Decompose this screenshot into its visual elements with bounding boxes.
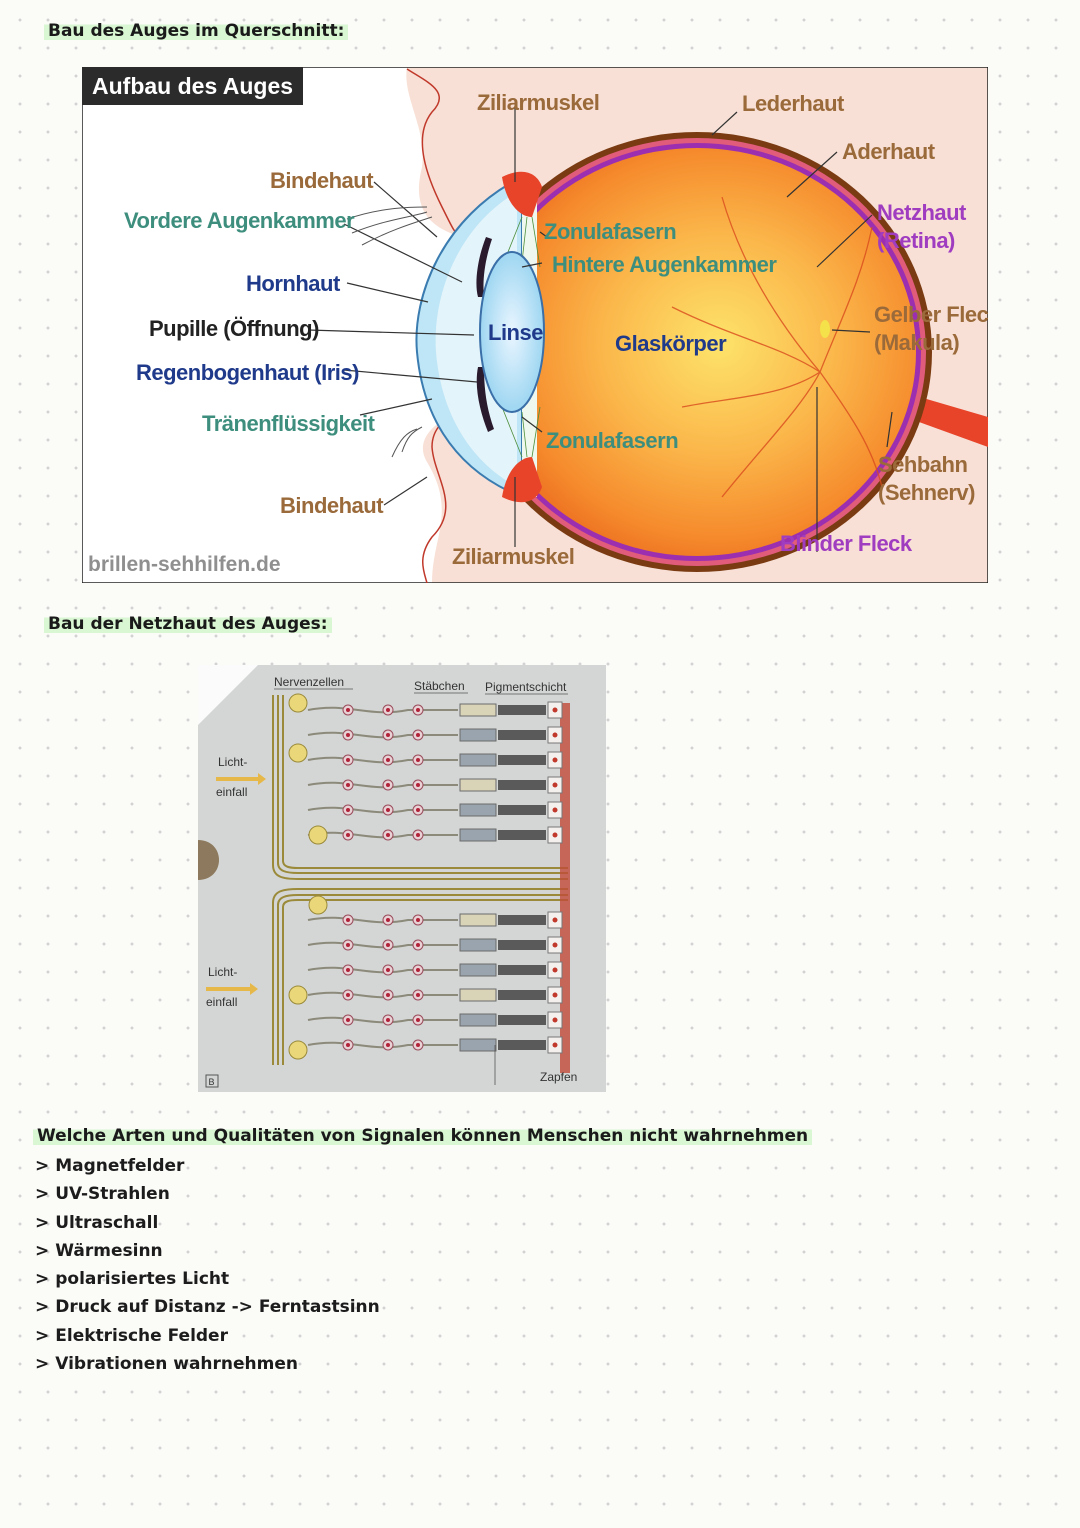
label-bindehaut-top: Bindehaut xyxy=(270,168,374,193)
label-glaskoerper: Glaskörper xyxy=(615,331,727,356)
signals-list-item: >Wärmesinn xyxy=(35,1237,380,1265)
retina-diagram-svg: Nervenzellen Stäbchen Pigmentschicht Lic… xyxy=(198,665,606,1092)
signals-list-item-text: Vibrationen wahrnehmen xyxy=(55,1354,298,1375)
receptor-row xyxy=(307,936,563,954)
receptor-row xyxy=(307,961,563,979)
signals-list-item-text: polarisiertes Licht xyxy=(55,1269,230,1290)
receptor-row xyxy=(307,801,563,819)
label-hintere-augenkammer: Hintere Augenkammer xyxy=(552,252,777,277)
label-pupille: Pupille (Öffnung) xyxy=(149,316,319,341)
signals-list-item-text: UV-Strahlen xyxy=(55,1184,170,1205)
receptor-row xyxy=(307,751,563,769)
iris-bottom xyxy=(476,367,494,432)
receptor-row xyxy=(307,986,563,1004)
eye-section-heading: Bau des Auges im Querschnitt: xyxy=(44,20,349,42)
receptor-row xyxy=(307,701,563,719)
eye-diagram-source: brillen-sehhilfen.de xyxy=(88,553,281,576)
label-bindehaut-bottom: Bindehaut xyxy=(280,493,384,518)
label-zonulafasern-top: Zonulafasern xyxy=(544,219,676,244)
label-einfall-bottom: einfall xyxy=(206,995,237,1009)
list-marker: > xyxy=(35,1240,50,1261)
list-marker: > xyxy=(35,1269,50,1290)
label-lederhaut: Lederhaut xyxy=(742,91,845,116)
signals-list-item: >Magnetfelder xyxy=(35,1152,380,1180)
signals-list-item: >Druck auf Distanz -> Ferntastsinn xyxy=(35,1293,380,1321)
label-staebchen: Stäbchen xyxy=(414,679,465,693)
retina-section-heading: Bau der Netzhaut des Auges: xyxy=(44,613,332,635)
label-ziliarmuskel-top: Ziliarmuskel xyxy=(477,90,599,115)
eye-cross-section-diagram: Ziliarmuskel Lederhaut Aderhaut Bindehau… xyxy=(82,67,988,583)
label-traenenfluessigkeit: Tränenflüssigkeit xyxy=(202,411,376,436)
list-marker: > xyxy=(35,1354,50,1375)
signals-list-item: >Elektrische Felder xyxy=(35,1322,380,1350)
label-sehnerv: (Sehnerv) xyxy=(878,480,975,505)
label-retina: (Retina) xyxy=(877,228,955,253)
receptor-row xyxy=(307,1036,563,1054)
label-zapfen: Zapfen xyxy=(540,1070,577,1084)
label-aderhaut: Aderhaut xyxy=(842,139,936,164)
receptor-row xyxy=(307,1011,563,1029)
receptor-row xyxy=(307,911,563,929)
list-marker: > xyxy=(35,1156,50,1176)
signals-list-item: >Vibrationen wahrnehmen xyxy=(35,1350,380,1378)
label-sehbahn: Sehbahn xyxy=(878,452,967,477)
signals-list-item: >UV-Strahlen xyxy=(35,1180,380,1208)
label-vordere-augenkammer: Vordere Augenkammer xyxy=(124,208,355,233)
signals-list-item-text: Elektrische Felder xyxy=(55,1325,228,1346)
signals-list-item-text: Druck auf Distanz -> Ferntastsinn xyxy=(55,1297,380,1318)
label-makula: (Makula) xyxy=(874,330,959,355)
label-gelber-fleck: Gelber Fleck xyxy=(874,302,988,327)
label-hornhaut: Hornhaut xyxy=(246,271,341,296)
label-netzhaut: Netzhaut xyxy=(877,200,967,225)
label-regenbogenhaut: Regenbogenhaut (Iris) xyxy=(136,360,359,385)
lens xyxy=(479,251,545,413)
signals-list-item-text: Ultraschall xyxy=(55,1212,159,1233)
list-marker: > xyxy=(35,1184,50,1205)
label-ziliarmuskel-bottom: Ziliarmuskel xyxy=(452,544,574,569)
retina-structure-diagram: Nervenzellen Stäbchen Pigmentschicht Lic… xyxy=(198,665,606,1092)
ciliary-muscle-top xyxy=(502,171,542,217)
eye-diagram-title: Aufbau des Auges xyxy=(82,67,304,105)
eye-diagram-svg: Ziliarmuskel Lederhaut Aderhaut Bindehau… xyxy=(82,67,988,583)
label-blinder-fleck: Blinder Fleck xyxy=(780,531,913,556)
list-marker: > xyxy=(35,1325,50,1346)
signals-list-item: >polarisiertes Licht xyxy=(35,1265,380,1293)
label-nervenzellen: Nervenzellen xyxy=(274,675,344,689)
label-licht-top: Licht- xyxy=(218,755,247,769)
label-einfall-top: einfall xyxy=(216,785,247,799)
ciliary-muscle-bottom xyxy=(502,457,542,503)
signals-list-item-text: Wärmesinn xyxy=(55,1240,163,1261)
receptor-row xyxy=(307,726,563,744)
iris-top xyxy=(476,237,492,297)
receptor-row xyxy=(307,776,563,794)
vitreous-body xyxy=(478,148,916,556)
label-figure-tag: B xyxy=(209,1077,215,1087)
macula xyxy=(820,320,830,338)
label-licht-bottom: Licht- xyxy=(208,965,237,979)
label-pigmentschicht: Pigmentschicht xyxy=(485,680,567,694)
signals-list: >Magnetfelder>UV-Strahlen>Ultraschall>Wä… xyxy=(35,1152,380,1378)
signals-list-item: >Ultraschall xyxy=(35,1209,380,1237)
signals-question-heading: Welche Arten und Qualitäten von Signalen… xyxy=(33,1125,813,1147)
signals-list-item-text: Magnetfelder xyxy=(55,1156,185,1176)
list-marker: > xyxy=(35,1212,50,1233)
list-marker: > xyxy=(35,1297,50,1318)
label-zonulafasern-bottom: Zonulafasern xyxy=(546,428,678,453)
label-linse: Linse xyxy=(488,320,543,345)
